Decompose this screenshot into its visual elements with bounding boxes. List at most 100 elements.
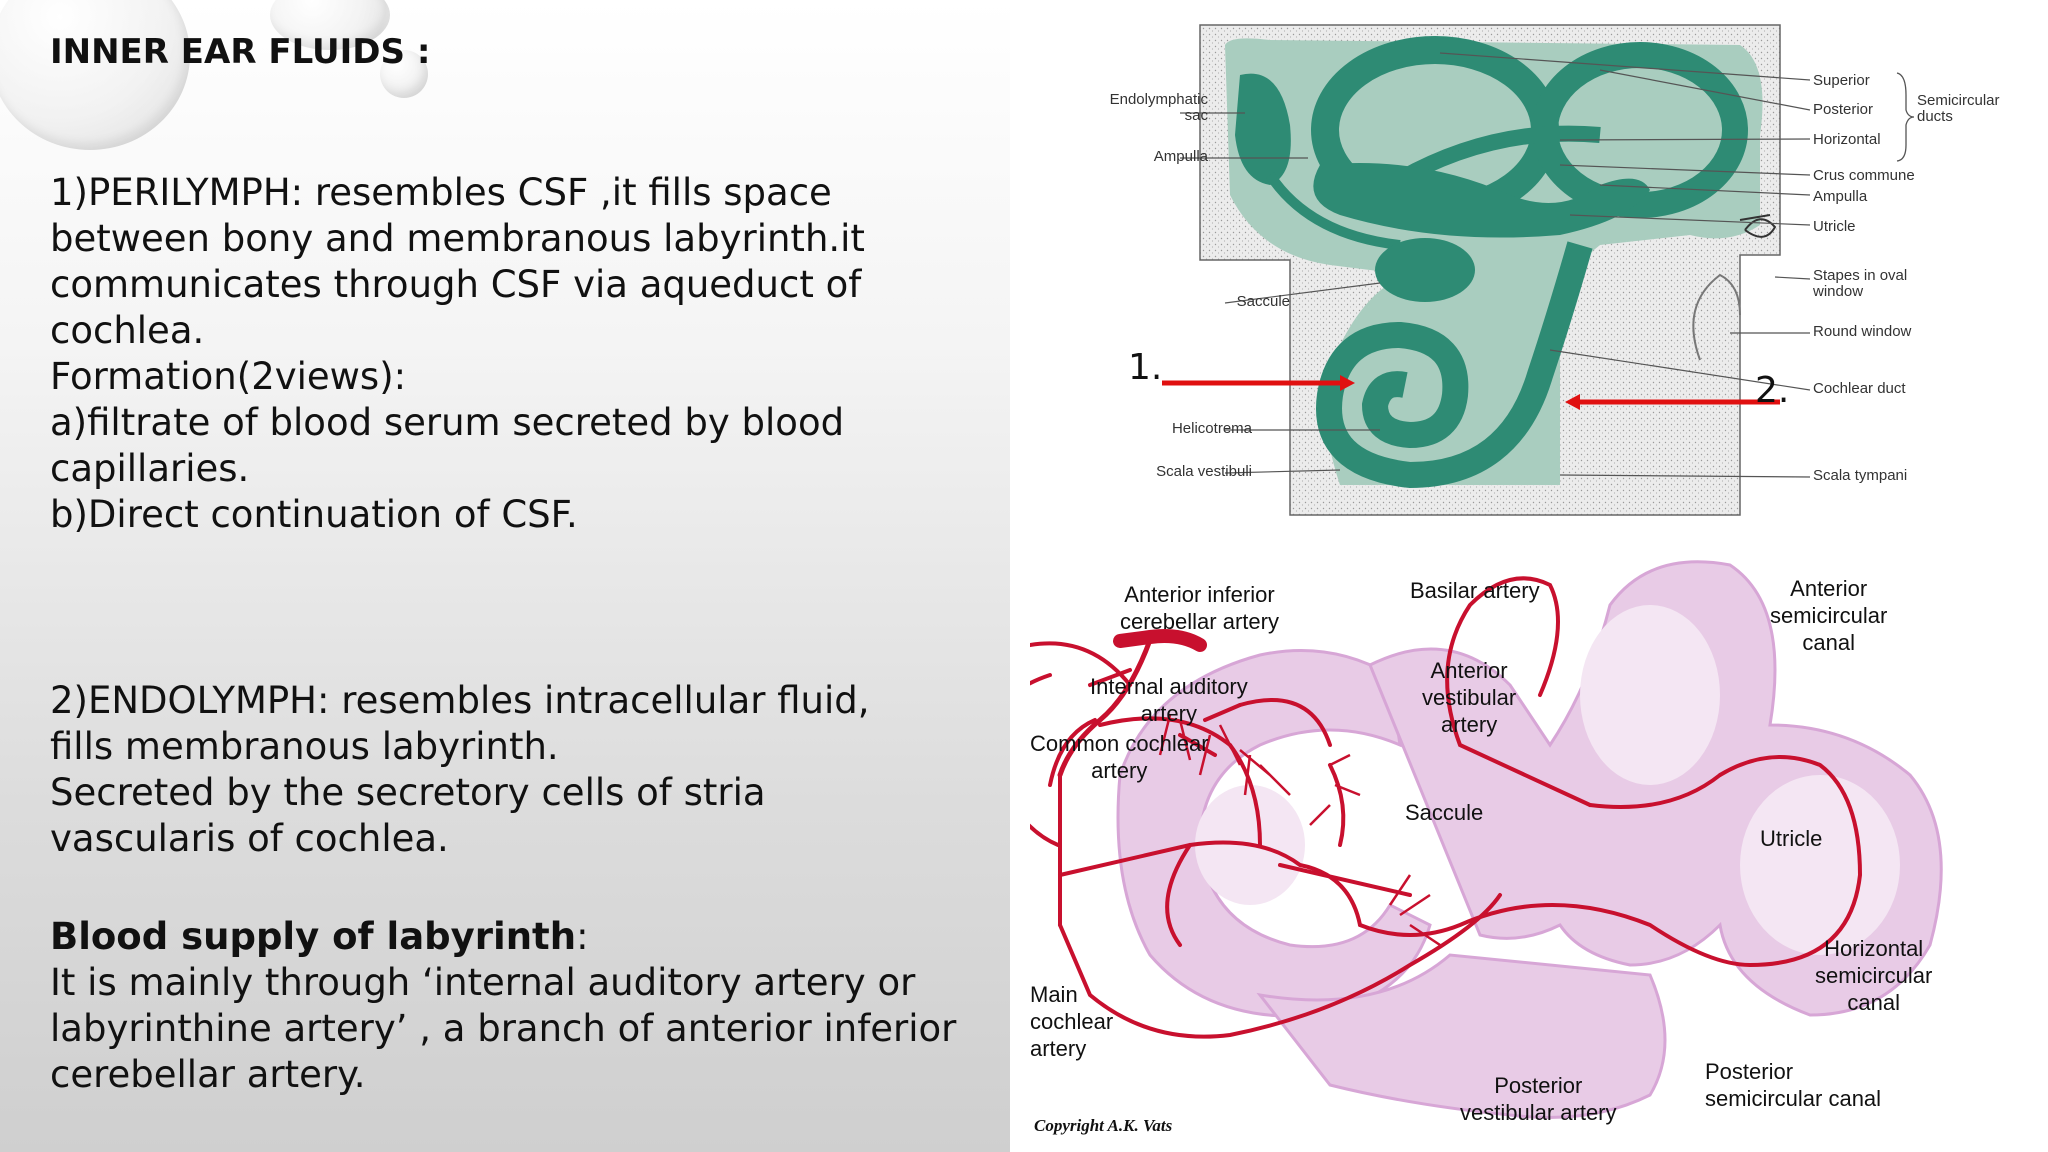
right-leader-lines <box>1439 52 1811 478</box>
internal-auditory-label: Internal auditory artery <box>1090 673 1248 727</box>
cochlear-duct-label: Cochlear duct <box>1813 380 1906 397</box>
round-window-label: Round window <box>1813 323 1912 340</box>
anterior-canal-label: Anterior semicircular canal <box>1770 575 1887 656</box>
aica-label: Anterior inferior cerebellar artery <box>1120 581 1279 635</box>
perilymph-line: communicates through CSF via aqueduct of <box>50 263 862 306</box>
label-text: Endolymphatic <box>1109 91 1208 108</box>
label-text: canal <box>1802 630 1855 655</box>
blood-supply-paragraph: Blood supply of labyrinth: It is mainly … <box>50 914 1000 1098</box>
scala-tympani-label: Scala tympani <box>1813 467 1908 484</box>
horizontal-canal-label: Horizontal semicircular canal <box>1815 935 1932 1016</box>
stapes-label: Stapes in oval window <box>1813 268 1907 300</box>
superior-label: Superior <box>1813 72 1870 89</box>
copyright-text: Copyright A.K. Vats <box>1034 1116 1173 1135</box>
label-text: Anterior <box>1430 658 1508 683</box>
posterior-label: Posterior <box>1813 101 1874 118</box>
posterior-canal-label: Posterior semicircular canal <box>1705 1058 1881 1112</box>
endolymph-line: 2)ENDOLYMPH: resembles intracellular flu… <box>50 679 870 722</box>
label-text: ducts <box>1917 108 1953 125</box>
perilymph-line: capillaries. <box>50 447 250 490</box>
label-text: cerebellar artery <box>1120 609 1279 634</box>
perilymph-line: cochlea. <box>50 309 205 352</box>
label-text: Main <box>1030 982 1078 1007</box>
blood-supply-labels: Anterior inferior cerebellar artery Basi… <box>1030 545 2040 1145</box>
slide-title: INNER EAR FLUIDS : <box>50 32 431 72</box>
endolymph-line: Secreted by the secretory cells of stria <box>50 771 766 814</box>
water-drop-small <box>380 50 428 98</box>
left-leader-lines <box>1180 112 1381 474</box>
cochlear-duct <box>1316 241 1593 489</box>
crus-commune-label: Crus commune <box>1813 167 1915 184</box>
endolymph-line: fills membranous labyrinth. <box>50 725 559 768</box>
label-text: artery <box>1440 712 1498 737</box>
anterior-vestibular-label: Anterior vestibular artery <box>1422 657 1516 738</box>
endolymph-line: vascularis of cochlea. <box>50 817 449 860</box>
label-text: Anterior inferior <box>1124 582 1275 607</box>
scala-vestibuli-label: Scala vestibuli <box>1156 463 1252 480</box>
perilymph-space <box>1225 38 1763 485</box>
saccule <box>1375 238 1475 302</box>
label-text: semicircular <box>1770 603 1888 628</box>
label-text: Posterior <box>1705 1059 1794 1084</box>
utricle-label: Utricle <box>1813 218 1856 235</box>
label-text: cochlear <box>1030 1009 1114 1034</box>
ampulla-left-label: Ampulla <box>1153 148 1208 165</box>
ampulla-right-label: Ampulla <box>1813 188 1868 205</box>
label-text: sac <box>1184 107 1208 124</box>
perilymph-line: Formation(2views): <box>50 355 407 398</box>
tissue-highlights <box>1195 605 1900 955</box>
label-text: Horizontal <box>1824 936 1924 961</box>
endolymphatic-sac-label: Endolymphatic sac <box>1110 92 1208 124</box>
label-text: Semicircular <box>1917 92 2000 109</box>
perilymph-line: 1)PERILYMPH: resembles CSF ,it fills spa… <box>50 171 832 214</box>
label-text: vestibular artery <box>1460 1100 1617 1125</box>
blood-supply-heading: Blood supply of labyrinth <box>50 915 577 958</box>
main-cochlear-label: Main cochlear artery <box>1030 981 1113 1062</box>
arteries <box>1030 576 1863 1039</box>
endolymph-paragraph: 2)ENDOLYMPH: resembles intracellular flu… <box>50 678 1000 862</box>
perilymph-line: between bony and membranous labyrinth.it <box>50 217 865 260</box>
semicircular-bracket <box>1896 72 1915 162</box>
labyrinth-labels: Endolymphatic sac Ampulla Saccule Helico… <box>1040 15 2040 525</box>
blood-supply-colon: : <box>576 915 589 958</box>
label-text: semicircular <box>1815 963 1933 988</box>
perilymph-line: b)Direct continuation of CSF. <box>50 493 578 536</box>
label-text: artery <box>1030 1036 1087 1061</box>
semicircular-ducts-label: Semicircular ducts <box>1917 93 2000 125</box>
arteriole-branches <box>1158 714 1441 947</box>
helicotrema-label: Helicotrema <box>1171 420 1252 437</box>
label-text: Posterior <box>1494 1073 1583 1098</box>
endolymphatic-duct <box>1265 172 1401 250</box>
label-text: canal <box>1847 990 1900 1015</box>
water-drop-large <box>0 0 190 150</box>
label-text: Common cochlear <box>1030 731 1209 756</box>
label-text: artery <box>1140 701 1197 726</box>
utricle <box>1313 163 1650 238</box>
blood-supply-line: cerebellar artery. <box>50 1053 366 1096</box>
horizontal-label: Horizontal <box>1813 131 1881 148</box>
blood-supply-line: labyrinthine artery’ , a branch of anter… <box>50 1007 957 1050</box>
saccule-label: Saccule <box>1236 293 1290 310</box>
blood-supply-heading-line: Blood supply of labyrinth: <box>50 914 1000 960</box>
basilar-artery-label: Basilar artery <box>1410 578 1540 603</box>
common-cochlear-label: Common cochlear artery <box>1030 730 1209 784</box>
round-window-niche <box>1692 273 1741 361</box>
stapes <box>1739 214 1777 238</box>
text-panel: INNER EAR FLUIDS : 1)PERILYMPH: resemble… <box>0 0 1010 1152</box>
arrow-1 <box>1162 375 1355 391</box>
label-text: Anterior <box>1790 576 1868 601</box>
blood-supply-diagram <box>1030 560 1943 1119</box>
perilymph-line: a)filtrate of blood serum secreted by bl… <box>50 401 845 444</box>
label-text: artery <box>1091 758 1148 783</box>
blood-supply-line: It is mainly through ‘internal auditory … <box>50 961 916 1004</box>
label-text: Internal auditory <box>1090 674 1248 699</box>
marker-2: 2. <box>1755 370 1790 411</box>
arrow-2 <box>1565 394 1780 410</box>
marker-1: 1. <box>1128 347 1163 388</box>
perilymph-paragraph: 1)PERILYMPH: resembles CSF ,it fills spa… <box>50 170 1000 538</box>
saccule-label-2: Saccule <box>1405 800 1484 825</box>
label-text: vestibular <box>1422 685 1517 710</box>
label-text: window <box>1813 283 1864 300</box>
posterior-vestibular-label: Posterior vestibular artery <box>1460 1072 1617 1126</box>
utricle-label-2: Utricle <box>1760 826 1823 851</box>
